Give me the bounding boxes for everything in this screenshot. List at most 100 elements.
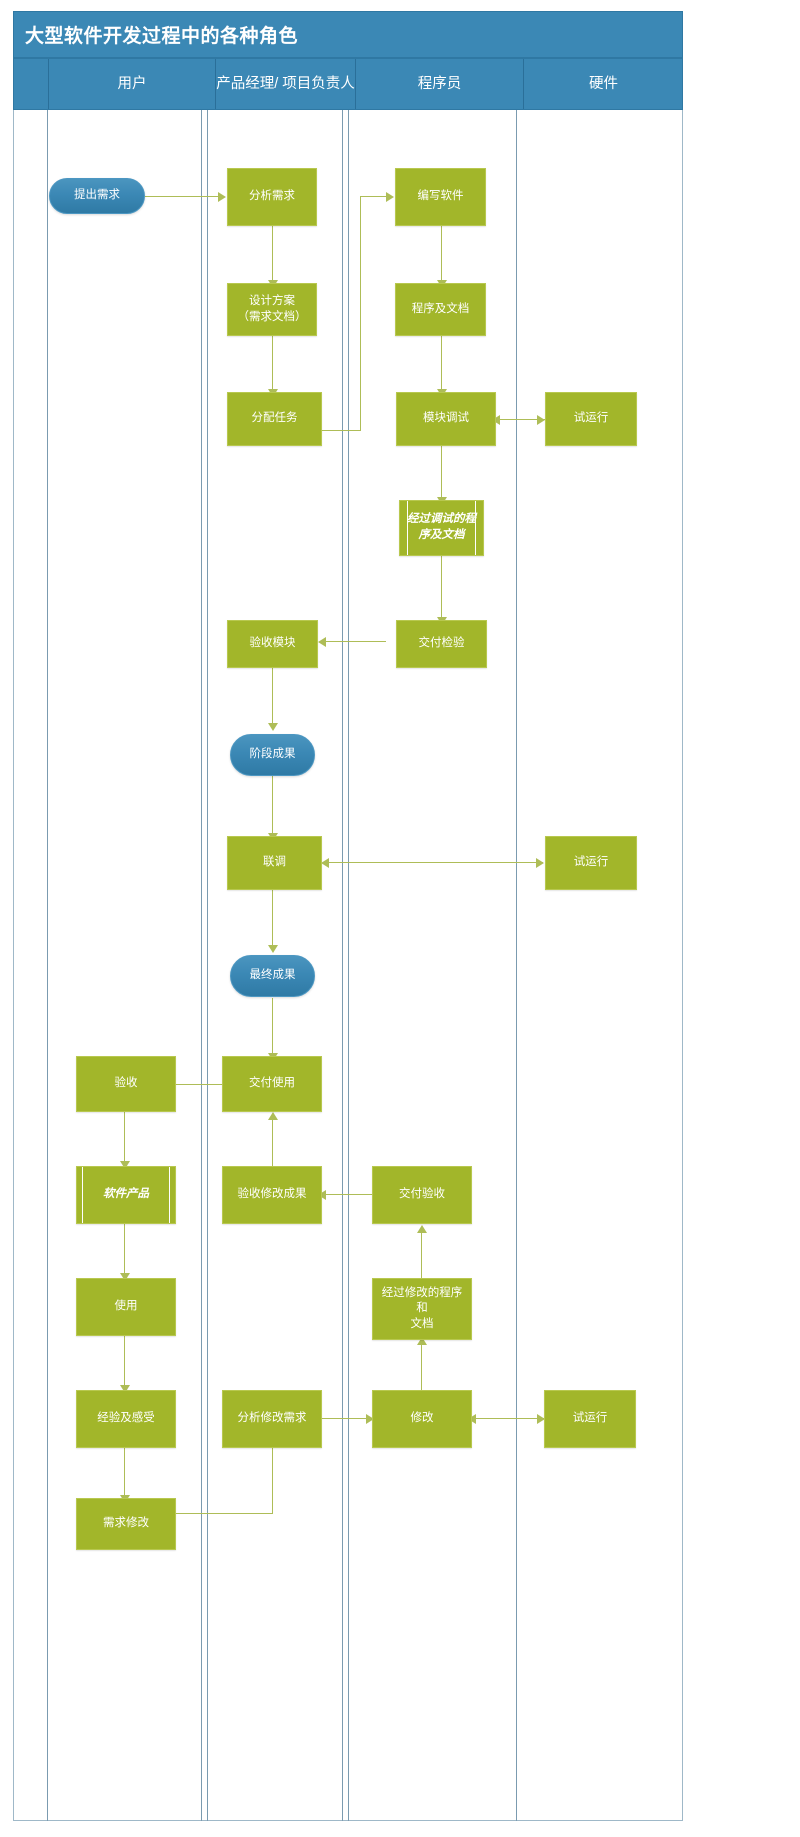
node-liantiao[interactable]: 联调: [227, 836, 322, 890]
node-chengxujiwendang[interactable]: 程序及文档: [395, 283, 486, 336]
lane-separator-3: [516, 110, 517, 1821]
edge-n7-n9: [441, 446, 442, 500]
node-jingguoxiugaidechengxuhewendang[interactable]: 经过修改的程序和 文档: [372, 1278, 472, 1340]
node-yanshou[interactable]: 验收: [76, 1056, 176, 1112]
edge-n19-n16: [272, 1115, 273, 1166]
node-tichuxuqiu[interactable]: 提出需求: [49, 178, 145, 214]
edge-n11-n12: [272, 668, 273, 726]
node-fenxixuqiu[interactable]: 分析需求: [227, 168, 317, 226]
node-label: 交付使用: [249, 1077, 295, 1090]
lane-separator-1a: [201, 110, 202, 1821]
node-fenpeirenwu[interactable]: 分配任务: [227, 392, 322, 446]
edge-n16-n17: [176, 1084, 222, 1085]
lane-separator-2b: [348, 110, 349, 1821]
edge-n20-n19: [322, 1194, 372, 1195]
node-label: 试运行: [573, 856, 609, 869]
edge-n4-n5-seg2: [360, 196, 361, 431]
edge-n27-n24-seg2: [272, 1446, 273, 1514]
node-yanshouxiugaichengguo[interactable]: 验收修改成果: [222, 1166, 322, 1224]
edge-n13-n14: [325, 862, 543, 863]
node-jiaofuyanshou[interactable]: 交付验收: [372, 1166, 472, 1224]
lane-header-user: 用户: [48, 59, 215, 109]
node-zuizhongchengguo[interactable]: 最终成果: [230, 955, 315, 997]
node-label: 经过调试的程 序及文档: [407, 513, 476, 541]
edge-n4-n5-seg1: [322, 430, 361, 431]
node-label: 试运行: [572, 1412, 608, 1425]
edge-n18-n21-arrow: [120, 1273, 130, 1281]
node-label: 模块调试: [423, 412, 469, 425]
node-label: 分析需求: [249, 190, 295, 203]
node-jingyanjiganshou[interactable]: 经验及感受: [76, 1390, 176, 1448]
node-label: 程序及文档: [411, 302, 470, 315]
node-yanshoumokuai[interactable]: 验收模块: [227, 620, 318, 668]
node-xiugai[interactable]: 修改: [372, 1390, 472, 1448]
edge-n23-n27: [124, 1448, 125, 1498]
edge-n13-n14-arrow-left: [321, 858, 329, 868]
lane-header-hw: 硬件: [523, 59, 683, 109]
node-label: 交付检验: [418, 637, 465, 650]
edge-n5-n6: [441, 226, 442, 283]
edge-n21-n23: [124, 1336, 125, 1388]
diagram-title-band: 大型软件开发过程中的各种角色: [13, 11, 683, 58]
node-ruanjianchanpin[interactable]: 软件产品: [76, 1166, 176, 1224]
node-jiaofujianyan[interactable]: 交付检验: [396, 620, 487, 668]
edge-n11-n12-arrow: [268, 723, 278, 731]
node-shiyunxing-1[interactable]: 试运行: [545, 392, 637, 446]
edge-n25-n22: [421, 1340, 422, 1390]
node-jiaofushiyong[interactable]: 交付使用: [222, 1056, 322, 1112]
edge-n1-n2: [145, 196, 220, 197]
lane-header-spacer: [14, 59, 48, 109]
node-label: 分配任务: [251, 412, 298, 425]
edge-n24-n25: [322, 1418, 372, 1419]
edge-n19-n16-arrow: [268, 1112, 278, 1120]
node-label: 交付验收: [399, 1188, 445, 1201]
lane-header-row: 用户 产品经理/ 项目负责人 程序员 硬件: [13, 58, 683, 110]
node-xuqiuxiugai[interactable]: 需求修改: [76, 1498, 176, 1550]
node-label: 编写软件: [417, 190, 464, 203]
node-label: 需求修改: [103, 1517, 149, 1530]
edge-n25-n26-arrow-left: [468, 1414, 476, 1424]
node-mokuaitiaoshi[interactable]: 模块调试: [396, 392, 496, 446]
lane-header-hw-label: 硬件: [589, 75, 618, 92]
node-label: 软件产品: [103, 1188, 149, 1201]
lane-header-pm: 产品经理/ 项目负责人: [215, 59, 355, 109]
edge-n13-n14-arrow-right: [536, 858, 544, 868]
node-label: 修改: [410, 1412, 434, 1425]
node-shiyong[interactable]: 使用: [76, 1278, 176, 1336]
edge-n25-n26: [472, 1418, 544, 1419]
edge-n17-n18: [124, 1112, 125, 1164]
edge-n18-n21: [124, 1224, 125, 1276]
edge-n25-n22-arrow: [417, 1337, 427, 1345]
edge-n6-n7: [441, 336, 442, 392]
lane-header-dev-label: 程序员: [417, 75, 462, 92]
node-label: 使用: [114, 1300, 138, 1313]
edge-n17-n18-arrow: [120, 1161, 130, 1169]
node-label: 验收模块: [249, 637, 296, 650]
node-label: 阶段成果: [249, 748, 296, 761]
edge-n24-n25-arrow: [366, 1414, 374, 1424]
edge-n20-n19-arrow: [318, 1190, 326, 1200]
node-label: 联调: [263, 856, 286, 869]
edge-n25-n26-arrow-right: [537, 1414, 545, 1424]
node-label: 设计方案 （需求文档）: [237, 294, 307, 323]
node-shiyunxing-2[interactable]: 试运行: [545, 836, 637, 890]
node-jieduanchengguo[interactable]: 阶段成果: [230, 734, 315, 776]
node-bianxieruanjian[interactable]: 编写软件: [395, 168, 486, 226]
node-label: 最终成果: [249, 969, 296, 982]
node-label: 试运行: [573, 412, 609, 425]
edge-n2-n3: [272, 226, 273, 283]
node-jingguotiaoshidechengxujiwendang[interactable]: 经过调试的程 序及文档: [399, 500, 484, 556]
edge-n22-n20: [421, 1228, 422, 1278]
edge-n7-n8-arrow-right: [537, 415, 545, 425]
node-label: 分析修改需求: [237, 1412, 307, 1425]
node-fenxixiugaixuqiu[interactable]: 分析修改需求: [222, 1390, 322, 1448]
edge-n15-n16: [272, 998, 273, 1056]
node-shiyunxing-3[interactable]: 试运行: [544, 1390, 636, 1448]
lane-separator-2a: [342, 110, 343, 1821]
node-shejifangan[interactable]: 设计方案 （需求文档）: [227, 283, 317, 336]
lane-header-dev: 程序员: [355, 59, 523, 109]
edge-n13-n15: [272, 890, 273, 948]
node-label: 经验及感受: [97, 1412, 155, 1425]
edge-n10-n11-arrow: [318, 637, 326, 647]
